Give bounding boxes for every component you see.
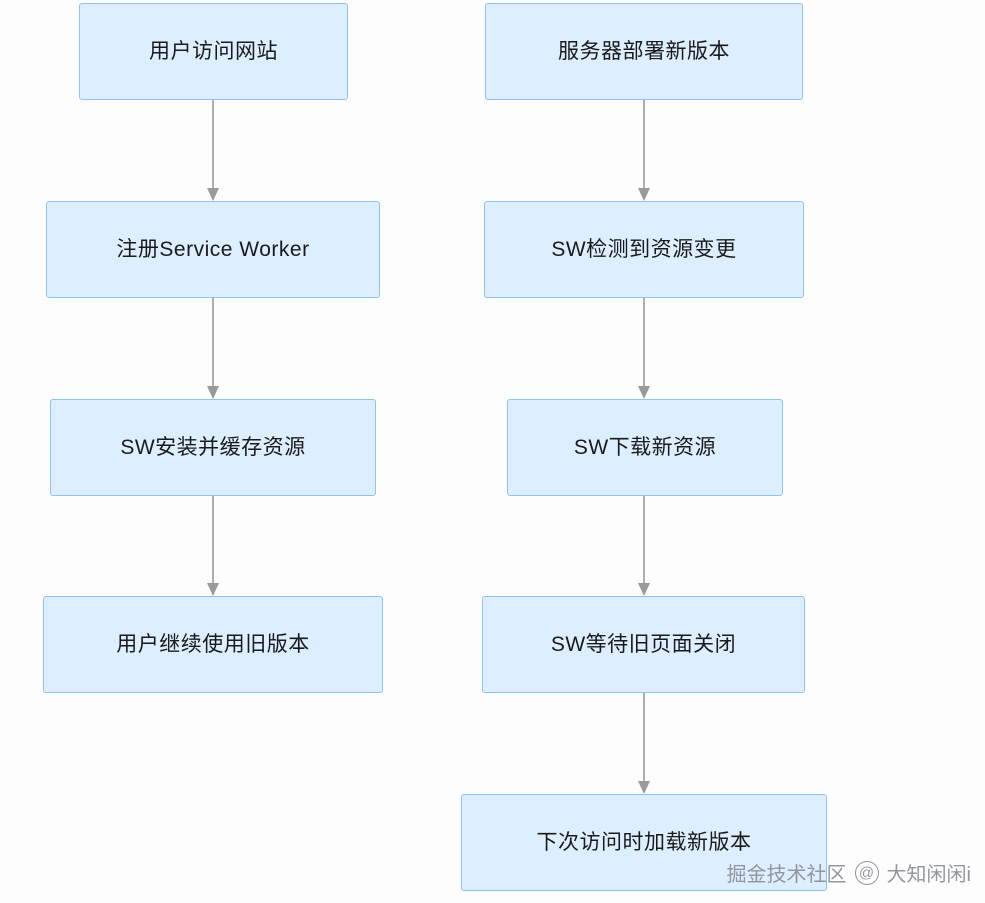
flow-arrow-n2-n3 (203, 298, 223, 399)
flow-node-server-deploy[interactable]: 服务器部署新版本 (485, 3, 803, 100)
watermark-site: 掘金技术社区 (726, 864, 847, 886)
flow-node-label: SW下载新资源 (573, 435, 717, 459)
flow-node-sw-detect-change[interactable]: SW检测到资源变更 (484, 201, 804, 298)
flow-arrow-n3-n4 (203, 496, 223, 596)
flow-arrow-m2-m3 (634, 298, 654, 399)
flow-arrow-n1-n2 (203, 100, 223, 201)
flow-node-label: 注册Service Worker (116, 237, 310, 261)
flow-arrow-m1-m2 (634, 100, 654, 201)
flow-node-label: 用户继续使用旧版本 (116, 632, 310, 656)
flow-node-label: 服务器部署新版本 (558, 39, 730, 63)
flow-node-sw-download[interactable]: SW下载新资源 (507, 399, 783, 496)
at-icon (854, 860, 879, 885)
flow-node-label: SW等待旧页面关闭 (550, 632, 737, 656)
flow-node-label: 下次访问时加载新版本 (536, 830, 752, 854)
watermark-author: 大知闲闲i (886, 864, 971, 886)
flow-node-label: SW检测到资源变更 (551, 237, 737, 261)
flow-node-label: 用户访问网站 (149, 39, 278, 63)
flow-node-user-visit[interactable]: 用户访问网站 (79, 3, 348, 100)
flow-node-label: SW安装并缓存资源 (120, 435, 306, 459)
watermark: 掘金技术社区 大知闲闲i (727, 858, 971, 887)
flow-node-next-visit-load-new[interactable]: 下次访问时加载新版本 (461, 794, 827, 891)
flow-arrow-m4-m5 (634, 693, 654, 794)
flow-node-user-keeps-old[interactable]: 用户继续使用旧版本 (43, 596, 383, 693)
flow-node-sw-wait-close[interactable]: SW等待旧页面关闭 (482, 596, 805, 693)
flow-node-register-sw[interactable]: 注册Service Worker (46, 201, 380, 298)
flow-arrow-m3-m4 (634, 496, 654, 596)
flow-node-sw-install-cache[interactable]: SW安装并缓存资源 (50, 399, 376, 496)
